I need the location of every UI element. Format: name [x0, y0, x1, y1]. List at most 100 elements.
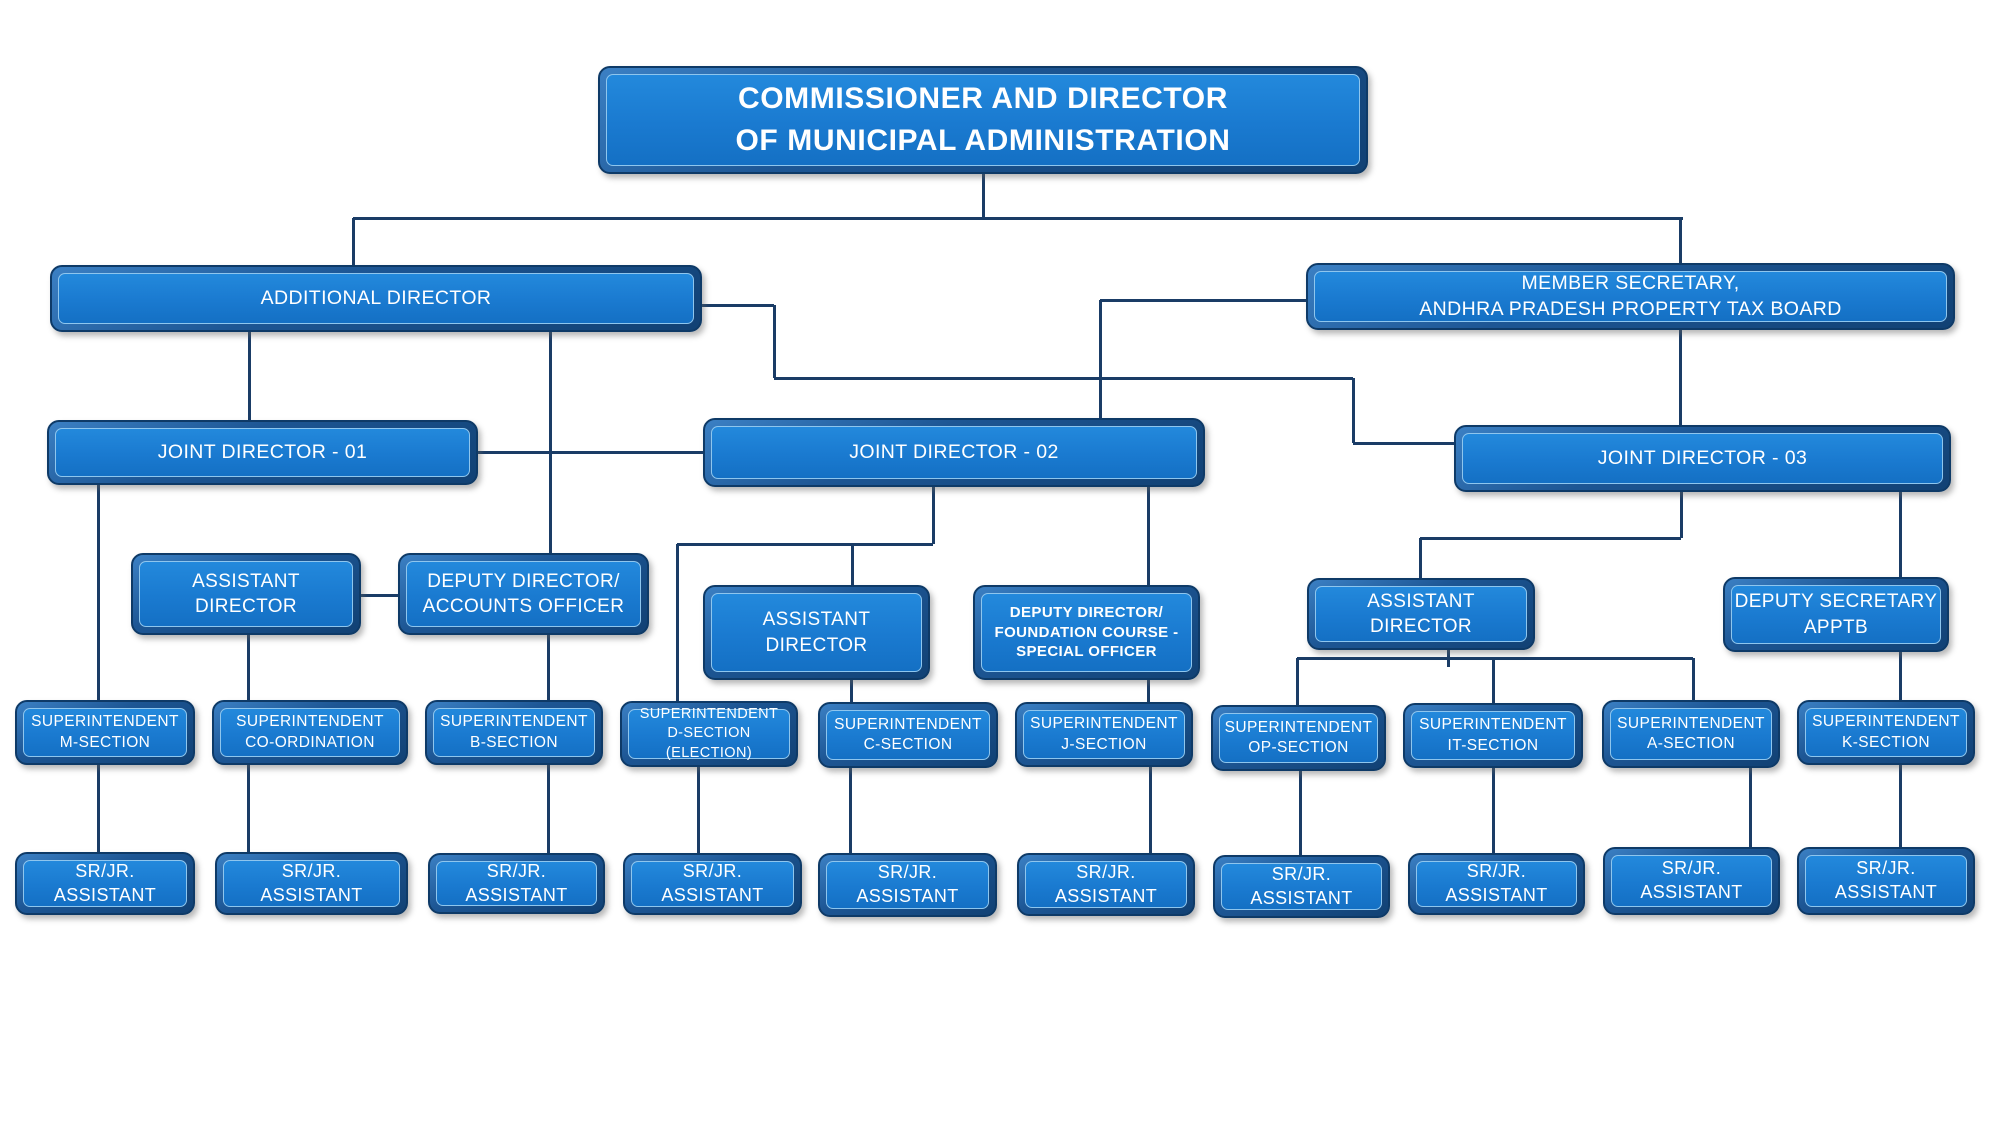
org-box-joint-director-01: JOINT DIRECTOR - 01 — [47, 420, 478, 485]
org-box-label: SR/JR. ASSISTANT — [1221, 863, 1382, 910]
org-box-srjr-assistant-2: SR/JR. ASSISTANT — [215, 852, 408, 915]
connector-segment — [1491, 658, 1495, 703]
org-box-deputy-director-accounts: DEPUTY DIRECTOR/ ACCOUNTS OFFICER — [398, 553, 649, 635]
connector-segment — [774, 376, 1353, 380]
org-box-label: COMMISSIONER AND DIRECTOR OF MUNICIPAL A… — [606, 74, 1360, 166]
connector-segment — [848, 768, 852, 853]
org-box-srjr-assistant-10: SR/JR. ASSISTANT — [1797, 847, 1975, 915]
org-box-label: SR/JR. ASSISTANT — [1611, 855, 1772, 907]
connector-segment — [1351, 378, 1355, 443]
org-box-label: SR/JR. ASSISTANT — [1805, 855, 1967, 907]
connector-segment — [1898, 652, 1902, 700]
connector-segment — [361, 593, 398, 597]
org-box-member-secretary: MEMBER SECRETARY, ANDHRA PRADESH PROPERT… — [1306, 263, 1955, 330]
org-box-srjr-assistant-8: SR/JR. ASSISTANT — [1408, 853, 1585, 915]
org-box-label: SUPERINTENDENT A-SECTION — [1610, 708, 1772, 760]
connector-segment — [677, 542, 933, 546]
org-box-label: ASSISTANT DIRECTOR — [1315, 586, 1527, 642]
connector-segment — [1295, 658, 1299, 705]
org-box-label: JOINT DIRECTOR - 03 — [1462, 433, 1943, 484]
connector-segment — [850, 544, 854, 585]
org-box-label: SR/JR. ASSISTANT — [631, 861, 794, 907]
connector-segment — [1691, 658, 1695, 700]
org-box-assistant-director-3: ASSISTANT DIRECTOR — [1307, 578, 1535, 650]
org-box-joint-director-02: JOINT DIRECTOR - 02 — [703, 418, 1205, 487]
org-box-label: SUPERINTENDENT D-SECTION (ELECTION) — [628, 706, 790, 761]
connector-segment — [702, 303, 774, 307]
org-box-supt-op-section: SUPERINTENDENT OP-SECTION — [1211, 705, 1386, 771]
org-box-label: ADDITIONAL DIRECTOR — [58, 273, 694, 324]
connector-segment — [772, 305, 776, 378]
org-box-label: SR/JR. ASSISTANT — [826, 861, 989, 909]
connector-segment — [246, 635, 250, 700]
connector-segment — [1898, 765, 1902, 847]
org-box-supt-m-section: SUPERINTENDENT M-SECTION — [15, 700, 195, 765]
org-box-label: ASSISTANT DIRECTOR — [711, 593, 922, 672]
org-box-deputy-director-foundation: DEPUTY DIRECTOR/ FOUNDATION COURSE - SPE… — [973, 585, 1200, 680]
connector-segment — [96, 765, 100, 852]
org-box-supt-c-section: SUPERINTENDENT C-SECTION — [818, 702, 998, 768]
org-box-srjr-assistant-7: SR/JR. ASSISTANT — [1213, 855, 1390, 918]
connector-segment — [1298, 771, 1302, 855]
org-box-label: SUPERINTENDENT IT-SECTION — [1411, 711, 1575, 760]
org-box-label: SR/JR. ASSISTANT — [223, 860, 400, 907]
org-box-supt-d-section: SUPERINTENDENT D-SECTION (ELECTION) — [620, 701, 798, 767]
org-box-supt-a-section: SUPERINTENDENT A-SECTION — [1602, 700, 1780, 768]
connector-segment — [1297, 656, 1693, 660]
org-box-srjr-assistant-1: SR/JR. ASSISTANT — [15, 852, 195, 915]
org-box-srjr-assistant-9: SR/JR. ASSISTANT — [1603, 847, 1780, 915]
org-box-srjr-assistant-6: SR/JR. ASSISTANT — [1017, 853, 1195, 916]
org-box-srjr-assistant-4: SR/JR. ASSISTANT — [623, 853, 802, 915]
connector-segment — [351, 218, 355, 265]
org-box-assistant-director-1: ASSISTANT DIRECTOR — [131, 553, 361, 635]
org-box-joint-director-03: JOINT DIRECTOR - 03 — [1454, 425, 1951, 492]
connector-segment — [546, 765, 550, 853]
org-box-label: JOINT DIRECTOR - 02 — [711, 426, 1197, 479]
org-box-label: MEMBER SECRETARY, ANDHRA PRADESH PROPERT… — [1314, 271, 1947, 322]
connector-segment — [1420, 536, 1681, 540]
org-box-supt-j-section: SUPERINTENDENT J-SECTION — [1015, 702, 1193, 767]
connector-segment — [1491, 768, 1495, 853]
org-box-label: SUPERINTENDENT C-SECTION — [826, 710, 990, 760]
org-box-srjr-assistant-5: SR/JR. ASSISTANT — [818, 853, 997, 917]
org-box-assistant-director-2: ASSISTANT DIRECTOR — [703, 585, 930, 680]
org-box-commissioner: COMMISSIONER AND DIRECTOR OF MUNICIPAL A… — [598, 66, 1368, 174]
connector-segment — [247, 332, 251, 420]
org-box-label: DEPUTY DIRECTOR/ FOUNDATION COURSE - SPE… — [981, 593, 1192, 672]
org-box-label: ASSISTANT DIRECTOR — [139, 561, 353, 627]
connector-segment — [675, 544, 679, 702]
connector-segment — [696, 767, 700, 853]
org-box-srjr-assistant-3: SR/JR. ASSISTANT — [428, 853, 605, 914]
org-box-label: SUPERINTENDENT J-SECTION — [1023, 710, 1185, 759]
org-box-label: SR/JR. ASSISTANT — [23, 860, 187, 907]
org-box-label: SR/JR. ASSISTANT — [436, 861, 597, 906]
connector-segment — [96, 485, 100, 700]
connector-segment — [246, 765, 250, 852]
connector-segment — [1098, 300, 1102, 418]
connector-segment — [478, 450, 703, 454]
org-box-label: SUPERINTENDENT K-SECTION — [1805, 708, 1967, 757]
org-box-label: JOINT DIRECTOR - 01 — [55, 428, 470, 477]
connector-segment — [1100, 298, 1306, 302]
connector-segment — [1353, 441, 1454, 445]
connector-segment — [1678, 330, 1682, 425]
org-box-supt-k-section: SUPERINTENDENT K-SECTION — [1797, 700, 1975, 765]
org-box-label: SR/JR. ASSISTANT — [1416, 861, 1577, 907]
org-box-label: SUPERINTENDENT CO-ORDINATION — [220, 708, 400, 757]
org-box-deputy-secretary-apptb: DEPUTY SECRETARY APPTB — [1723, 577, 1949, 652]
connector-segment — [1146, 487, 1150, 585]
connector-segment — [931, 487, 935, 544]
connector-segment — [1679, 492, 1683, 538]
org-box-label: SR/JR. ASSISTANT — [1025, 861, 1187, 908]
connector-segment — [1678, 218, 1682, 263]
connector-segment — [1748, 768, 1752, 847]
connector-segment — [1418, 538, 1422, 578]
connector-segment — [546, 635, 550, 700]
org-box-label: SUPERINTENDENT OP-SECTION — [1219, 713, 1378, 763]
connector-segment — [981, 174, 985, 220]
org-box-label: DEPUTY DIRECTOR/ ACCOUNTS OFFICER — [406, 561, 641, 627]
org-box-label: SUPERINTENDENT B-SECTION — [433, 708, 595, 757]
connector-segment — [1148, 767, 1152, 853]
connector-segment — [1146, 680, 1150, 702]
